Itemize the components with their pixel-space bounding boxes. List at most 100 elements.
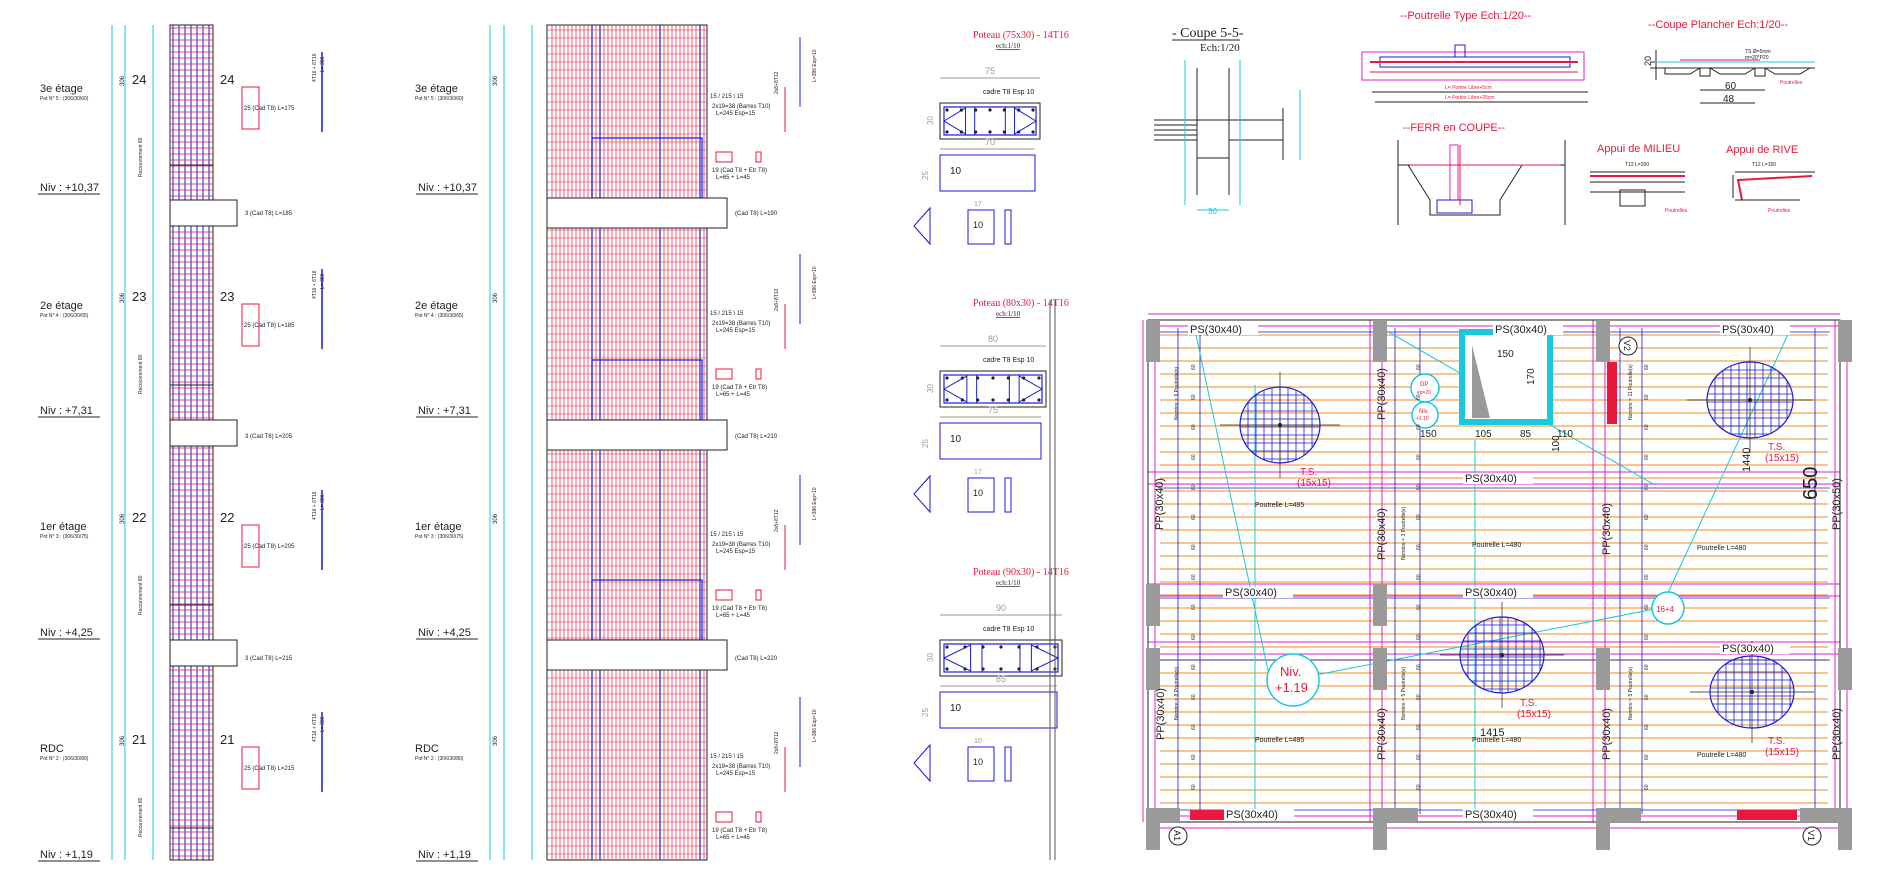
floor-level-b: Niv : +4,25 [418,627,471,639]
column-b-zone [591,137,703,199]
plan-spacing: 60 [1644,574,1650,580]
section-bar [999,645,1003,649]
plan-spacing: 60 [1416,424,1422,430]
section-bar [1035,667,1039,671]
appui-milieu: Appui de MILIEU T12 L=200 Poutrelles [1590,143,1688,214]
recouvrement-a: Recouvrement 80 [138,137,144,177]
section-width: 75 [985,66,995,76]
section-bar [945,645,949,649]
coupe-title: - Coupe 5-5- [1172,26,1244,41]
plan-niv-circle [1411,401,1439,429]
section-small-mark: 10 [973,488,983,498]
section-tie-right [1018,375,1044,403]
plan-column [1598,808,1641,822]
plan-axis-label: V2 [1622,340,1632,351]
floor-level-a: Niv : +10,37 [40,182,99,194]
rive-title: Appui de RIVE [1726,144,1798,156]
plan-spacing: 60 [1644,424,1650,430]
floor-right-b: 2x8+8T12 [774,71,780,94]
floor-mark-left: 24 [132,72,146,87]
floor-sub-b: Pot N° 4 : (306/30/65) [415,313,464,319]
plan-nombre: Nombre = 8 Poutrelle(s) [1174,666,1180,720]
floor-cadb: 19 (Cad T8 + Etr T8) [712,828,767,834]
plancher-d2: 48 [1723,94,1735,105]
floor-len-a: L= 386 [320,716,326,732]
plan-red-beam [1607,362,1617,424]
column-a-slab-box [169,199,238,227]
plan-spacing: 60 [1191,484,1197,490]
section-bar [988,108,992,112]
column-b-slab-box [546,197,728,229]
plan-dp-ep: ep=20 [1417,390,1431,396]
plan-column [1148,808,1180,822]
floor-barsb2: L=245 Esp=15 [716,771,756,777]
floor-height-a: 306 [120,75,126,86]
section-ties [981,644,1021,672]
plan-ps-label: PS(30x40) [1465,587,1517,599]
floor-level-b: Niv : +7,31 [418,405,471,417]
opening-w: 150 [1497,349,1514,360]
elevation-a-guides [111,25,154,860]
ferr-title: --FERR en COUPE-- [1403,122,1505,134]
plan-ts-val: (15x15) [1765,453,1799,464]
floor-stirrup-a: 25 (Cad T8) L=205 [244,544,295,550]
floor-cadb: 19 (Cad T8 + Etr T8) [712,385,767,391]
ps-label-bg [1223,587,1293,598]
section-height: 30 [926,653,935,662]
coupe-5-5: - Coupe 5-5- Ech:1/20 30 [1154,26,1301,216]
plan-ts: T.S. [1768,442,1785,453]
plan-spacing: 60 [1191,544,1197,550]
floor-len-a: L= 386 [320,273,326,289]
opening-a: 150 [1420,429,1437,440]
blob-center [1750,690,1754,694]
section-triangle [913,474,931,514]
plan-spacing: 60 [1644,544,1650,550]
floor-right-b: 2x8+8T12 [774,731,780,754]
plan-column [1375,808,1418,822]
floor-barsb: 2x19=38 (Barres T10) [712,321,770,327]
plancher-t2: m=20*P20 [1745,55,1769,61]
floor-sub-a: Pot N° 2 : (306/30/80) [40,756,89,762]
plan-column [1800,808,1840,822]
plan-spacing: 60 [1416,634,1422,640]
plan-ts-grid [1220,372,1340,478]
plan-column [1838,808,1852,850]
floor-level-b: Niv : +1,19 [418,849,471,861]
plan-spacing: 60 [1191,574,1197,580]
plan-dim-1415: 1415 [1480,727,1504,739]
blob-center [1278,423,1282,427]
plan-cyan-guide [1659,329,1791,611]
plan-ts-val: (15x15) [1765,747,1799,758]
section-tie [1004,746,1012,782]
section-bar [1002,108,1006,112]
plan-niv-small: Niv. [1419,409,1429,415]
floor-mark-left: 22 [132,510,146,525]
plan-spacing: 60 [1644,484,1650,490]
plan-poutrelle-480: Poutrelle L=480 [1472,542,1521,549]
floor-height-a: 306 [120,292,126,303]
plan-ts-grid [1687,347,1813,453]
plan-ps-label: PS(30x40) [1722,643,1774,655]
section-bar [1006,398,1010,402]
section-bar [963,645,967,649]
section-bar [988,130,992,134]
floor-height-b: 306 [493,513,499,524]
plan-cyan-guide [1194,329,1271,681]
section-bar [959,108,963,112]
section-outline [939,639,1063,677]
plan-spacing: 60 [1191,454,1197,460]
plan-ts-grid [1690,641,1814,743]
plan-ts-grid [1440,602,1564,708]
floor-barsb: 2x19=38 (Barres T10) [712,104,770,110]
section-triangle [913,206,931,246]
plan-nombre: Nombre = 9 Poutrelle(s) [1174,366,1180,420]
column-b-slab-box [546,419,728,451]
tie-shape-b [755,811,762,823]
floor-name-a: 1er étage [40,521,86,533]
section-mark: 10 [950,703,962,714]
recouvrement-a: Recouvrement 80 [138,354,144,394]
floor-right-b: 2x8+8T12 [774,288,780,311]
section-outline [939,102,1041,140]
plan-niv: Niv. [1280,664,1301,679]
